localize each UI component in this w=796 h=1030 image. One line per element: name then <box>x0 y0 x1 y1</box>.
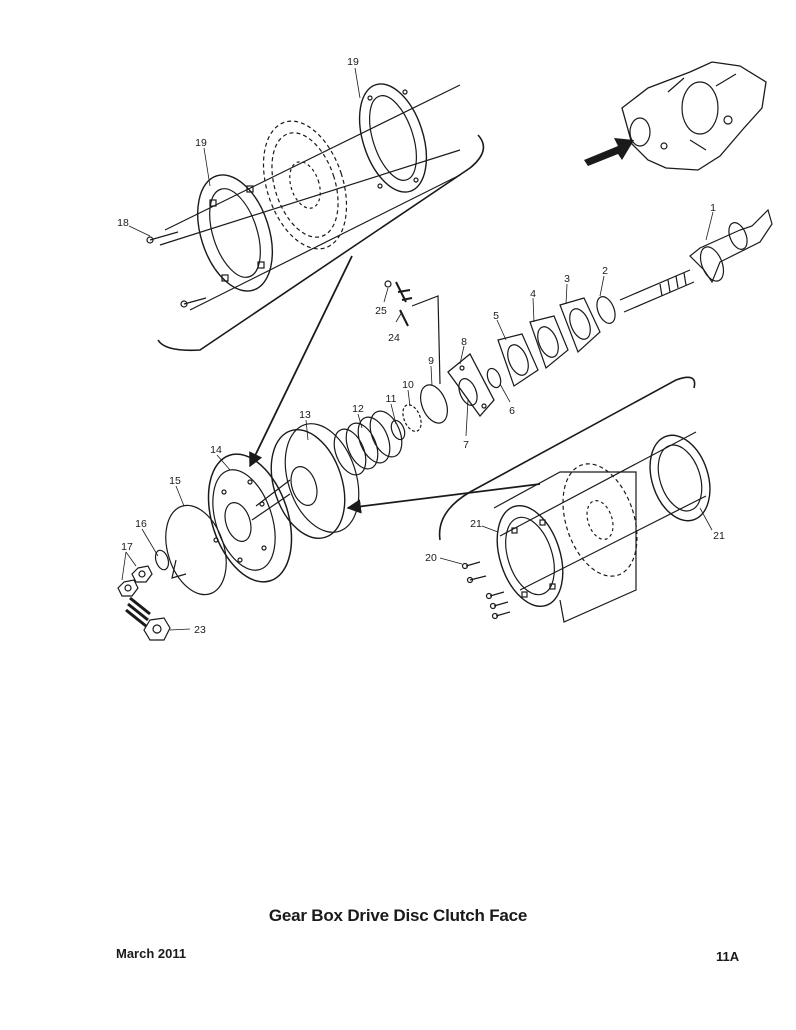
callout-15: 15 <box>169 475 181 487</box>
coupling-plate-19-front <box>197 174 273 292</box>
arrow-inset-to-disc <box>249 255 353 468</box>
pressure-plate-15 <box>165 504 227 596</box>
callout-20: 20 <box>425 552 437 564</box>
shaft-assembly <box>117 208 773 641</box>
callout-2: 2 <box>602 265 608 277</box>
callout-14: 14 <box>210 444 222 456</box>
nut-23 <box>143 617 171 641</box>
callout-7: 7 <box>463 439 469 451</box>
callout-9: 9 <box>428 355 434 367</box>
washer-11 <box>390 419 406 441</box>
seal-ring-2 <box>596 296 616 324</box>
bolt-20 <box>461 561 511 620</box>
nut-17 <box>117 565 153 597</box>
leader-lines <box>121 67 714 631</box>
callout-25: 25 <box>375 305 387 317</box>
callout-5: 5 <box>493 310 499 322</box>
exploded-parts-diagram: 1 2 3 4 5 6 7 8 9 10 11 12 13 14 15 16 1… <box>117 56 773 641</box>
bolt-18 <box>146 231 207 308</box>
callout-18: 18 <box>117 217 129 229</box>
coupling-plate-21-front <box>496 504 564 608</box>
gasket-3 <box>559 297 601 354</box>
gasket-5 <box>497 333 539 387</box>
callout-labels: 1 2 3 4 5 6 7 8 9 10 11 12 13 14 15 16 1… <box>117 56 725 636</box>
plate-4 <box>529 315 569 370</box>
footer-date: March 2011 <box>116 946 187 961</box>
coupling-plate-21-rear <box>649 434 711 522</box>
inset-lower-right <box>438 376 711 623</box>
spring-washer-stack <box>125 596 151 628</box>
clutch-hub-13 <box>251 423 360 539</box>
callout-21-front: 21 <box>470 518 482 530</box>
callout-11: 11 <box>386 393 397 405</box>
washer-9 <box>419 384 449 424</box>
page-title: Gear Box Drive Disc Clutch Face <box>268 906 528 925</box>
callout-8: 8 <box>461 336 467 348</box>
washer-16 <box>154 549 170 571</box>
callout-19-rear: 19 <box>347 56 359 68</box>
callout-16: 16 <box>135 518 147 530</box>
callout-3: 3 <box>564 273 570 285</box>
gearbox-housing <box>584 61 767 171</box>
bearing-6 <box>486 367 502 389</box>
callout-24: 24 <box>388 332 400 344</box>
callout-10: 10 <box>402 379 414 391</box>
disc-dashed <box>262 120 348 250</box>
callout-19-front: 19 <box>195 137 207 149</box>
callout-13: 13 <box>299 409 311 421</box>
snap-ring-10 <box>402 404 422 432</box>
arrow-inset-to-hub <box>346 483 541 514</box>
callout-6: 6 <box>509 405 515 417</box>
flange-8 <box>447 352 495 418</box>
inset-upper-left <box>146 83 485 352</box>
callout-1: 1 <box>710 202 716 214</box>
footer-page-number: 11A <box>716 949 740 964</box>
callout-23: 23 <box>194 624 206 636</box>
callout-4: 4 <box>530 288 536 300</box>
spring-12 <box>333 410 403 476</box>
callout-21-rear: 21 <box>713 530 725 542</box>
input-shaft-1 <box>619 208 773 313</box>
callout-12: 12 <box>352 403 364 415</box>
callout-17: 17 <box>121 541 133 553</box>
coupling-plate-19-rear <box>358 83 428 193</box>
